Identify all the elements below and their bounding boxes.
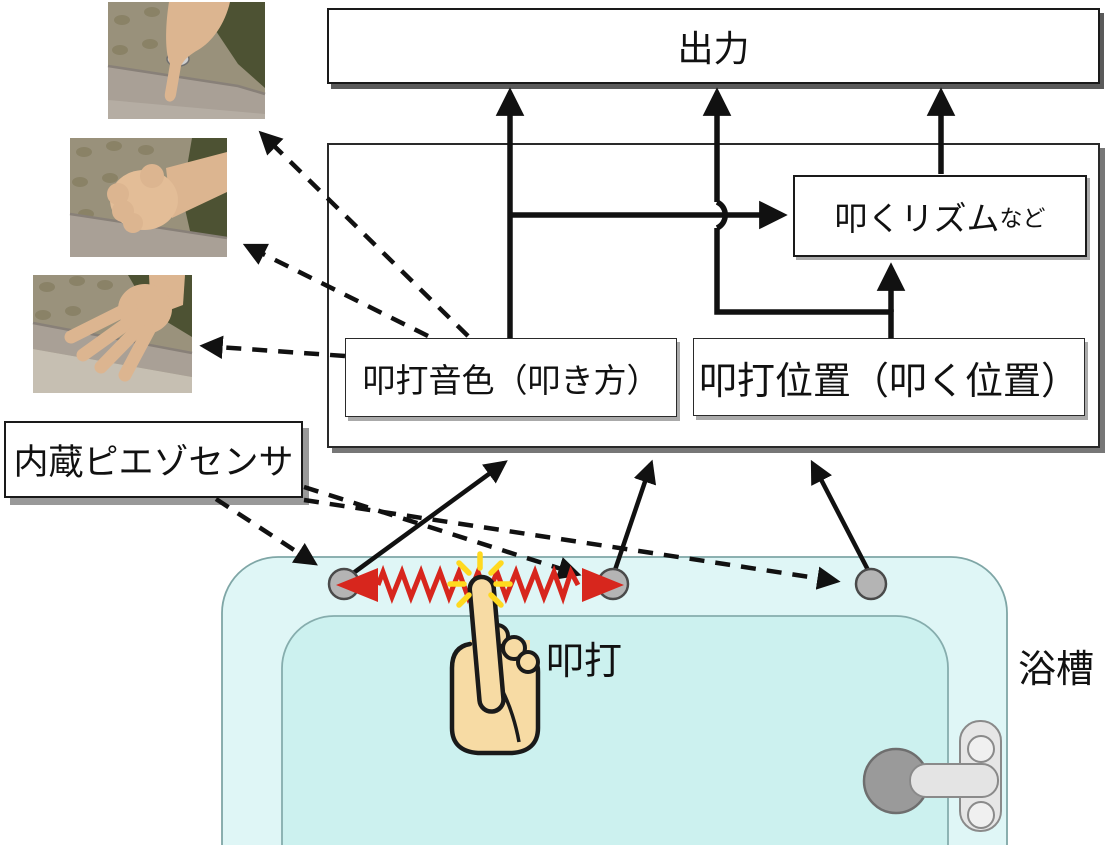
- clothing: [182, 138, 227, 257]
- piezo-sensor-dot-right: [854, 567, 888, 601]
- tap-impact-burst-icon: [447, 551, 513, 608]
- piezo-label: 内蔵ピエゾセンサ: [13, 443, 294, 483]
- fingers: [64, 300, 156, 382]
- palm-crease: [500, 689, 521, 743]
- floor: [33, 349, 192, 393]
- rhythm-label: 叩くリズム: [834, 199, 1000, 238]
- piezo-sensor-dot-left: [327, 567, 361, 601]
- palm: [118, 284, 172, 334]
- timbre-label: 叩打音色（叩き方）: [362, 360, 660, 400]
- arrow-sensor-right-up: [810, 459, 870, 572]
- pointing-hand-icon: [449, 574, 541, 756]
- drain-handle-icon: [862, 720, 1002, 832]
- rhythm-box: 叩くリズムなど: [793, 175, 1087, 257]
- curled-finger-3: [516, 650, 540, 674]
- wave-arrowhead-left: [336, 568, 378, 602]
- tub-rim-in-photo: [70, 214, 227, 257]
- fist: [110, 170, 178, 230]
- wrist: [149, 275, 185, 317]
- vibration-wave-icon: [336, 564, 624, 605]
- output-box: 出力: [327, 8, 1100, 84]
- arrow-sensor-middle-up: [612, 459, 657, 571]
- finger-tap-photo: [107, 2, 266, 119]
- bathtub-label: 浴槽: [1018, 647, 1095, 691]
- index-finger: [467, 574, 506, 714]
- arrow-label-to-sensor-left: [214, 497, 318, 566]
- hand-finger-down: [164, 2, 230, 102]
- position-box: 叩打位置（叩く位置）: [693, 338, 1085, 416]
- arrow-label-to-sensor-right: [303, 497, 841, 590]
- timbre-box: 叩打音色（叩き方）: [345, 338, 677, 417]
- bathtub: [221, 556, 1008, 845]
- wall-texture: [72, 141, 154, 219]
- wave-arrowhead-right: [582, 568, 624, 602]
- arrow-sensor-left-up: [350, 460, 508, 576]
- curled-finger-2: [501, 635, 527, 661]
- clothing: [214, 2, 265, 88]
- curled-finger-1: [484, 623, 510, 649]
- piezo-sensors: [327, 567, 888, 601]
- rhythm-suffix: など: [999, 206, 1046, 232]
- tap-label: 叩打: [546, 639, 623, 683]
- arrow-label-to-sensor-middle: [303, 484, 582, 580]
- bathtub-rim: [221, 556, 1008, 845]
- wall-texture: [35, 276, 113, 320]
- arrow-to-palm-photo: [199, 335, 346, 359]
- bolt: [166, 51, 190, 67]
- clothing: [128, 275, 192, 337]
- output-label: 出力: [677, 29, 750, 70]
- wrist: [166, 152, 227, 218]
- piezo-sensor-label-box: 内蔵ピエゾセンサ: [4, 421, 303, 498]
- position-label: 叩打位置（叩く位置）: [698, 358, 1079, 403]
- tub-rim-in-photo: [33, 323, 192, 377]
- tub-rim-in-photo: [108, 66, 265, 119]
- fist-tap-photo: [69, 138, 228, 257]
- piezo-sensor-dot-middle: [596, 567, 630, 601]
- sensor-to-box-arrows: [350, 459, 870, 576]
- palm-tap-photo: [32, 275, 193, 393]
- wall-texture: [112, 7, 190, 82]
